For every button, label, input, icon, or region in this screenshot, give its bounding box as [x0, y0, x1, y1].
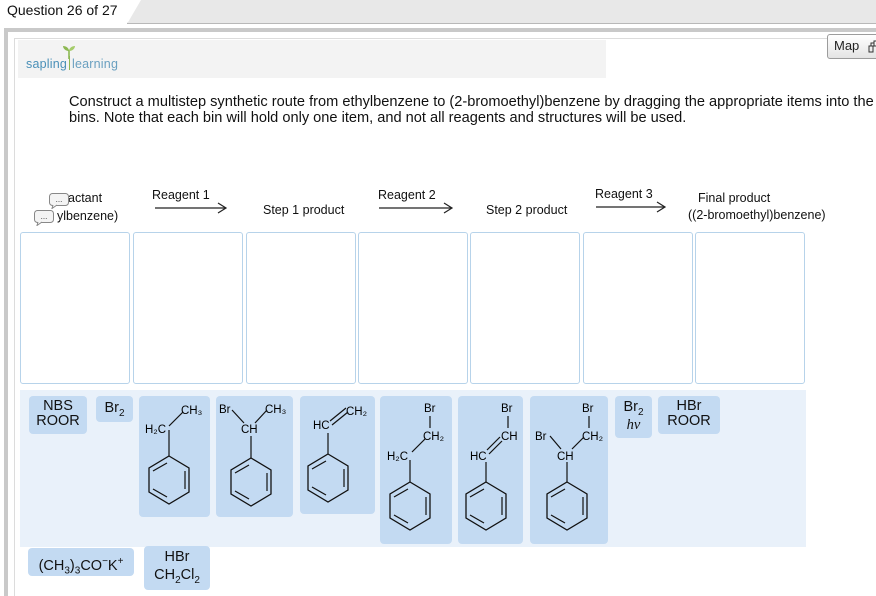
reagent-br2-hv-tile[interactable]: Br2 hv	[615, 396, 652, 438]
reaction-arrow-icon	[155, 202, 228, 214]
ethylbenzene-structure: CH₃ H₂C	[145, 405, 203, 505]
svg-text:Br: Br	[501, 403, 513, 415]
reactant-name-label: ylbenzene)	[57, 209, 119, 223]
reagent-3-label: Reagent 3	[595, 187, 653, 201]
svg-text:HC: HC	[313, 420, 330, 432]
reaction-arrow-icon	[379, 202, 454, 214]
svg-text:H₂C: H₂C	[387, 451, 408, 463]
final-product-name-label: ((2-bromoethyl)benzene)	[688, 208, 826, 222]
svg-text:CH₂: CH₂	[582, 431, 603, 443]
map-icon	[868, 40, 876, 53]
structure-1-bromoethylbenzene-tile[interactable]: Br CH₃ CH	[216, 396, 293, 517]
reagent-nbs-roor-tile[interactable]: NBS ROOR	[29, 396, 87, 434]
reagent-2-label: Reagent 2	[378, 188, 436, 202]
svg-text:CH₂: CH₂	[346, 406, 367, 418]
structure-styrene-tile[interactable]: CH₂ HC	[300, 396, 375, 514]
comment-icon[interactable]: ...	[34, 210, 54, 226]
logo-left: sapling	[26, 57, 68, 71]
reaction-arrow-icon	[596, 201, 667, 213]
structure-2-bromovinylbenzene-tile[interactable]: Br CH HC	[458, 396, 523, 544]
step-1-product-label: Step 1 product	[263, 203, 345, 217]
bin-step-2-product[interactable]	[470, 232, 580, 384]
svg-text:Br: Br	[219, 404, 231, 416]
map-button-label: Map	[834, 38, 860, 53]
question-tab[interactable]: Question 26 of 27	[0, 0, 141, 24]
reagent-potassium-tert-butoxide-tile[interactable]: (CH3)3CO−K+	[28, 548, 134, 577]
bin-reagent-2[interactable]	[358, 232, 468, 384]
map-button[interactable]: Map	[827, 34, 876, 59]
structure-ethylbenzene-tile[interactable]: CH₃ H₂C	[139, 396, 210, 517]
sprout-icon	[63, 46, 75, 59]
top-bar: Question 26 of 27	[0, 0, 876, 24]
svg-text:Br: Br	[424, 403, 436, 415]
reagent-hbr-roor-tile[interactable]: HBr ROOR	[658, 396, 720, 434]
svg-text:...: ...	[56, 195, 63, 204]
svg-text:CH₃: CH₃	[181, 405, 203, 417]
2-bromoethylbenzene-structure: Br CH₂ H₂C	[387, 403, 444, 531]
bin-reagent-1[interactable]	[133, 232, 243, 384]
1-2-dibromoethylbenzene-structure: Br CH₂ Br CH	[535, 403, 603, 531]
logo-strip	[18, 40, 606, 78]
bin-reagent-3[interactable]	[583, 232, 693, 384]
svg-text:H₂C: H₂C	[145, 424, 166, 436]
svg-text:Br: Br	[535, 431, 547, 443]
bin-reactant[interactable]	[20, 232, 130, 384]
comment-icon[interactable]: ...	[49, 193, 69, 209]
svg-text:...: ...	[41, 212, 48, 221]
svg-text:CH₃: CH₃	[265, 404, 287, 416]
bin-final-product[interactable]	[695, 232, 805, 384]
final-product-label: Final product	[698, 191, 771, 205]
question-tab-label: Question 26 of 27	[7, 2, 118, 18]
reagent-1-label: Reagent 1	[152, 188, 210, 202]
bin-step-1-product[interactable]	[246, 232, 356, 384]
svg-text:CH: CH	[501, 431, 518, 443]
sapling-learning-logo: sapling learning	[26, 56, 118, 71]
2-bromovinylbenzene-structure: Br CH HC	[465, 403, 518, 531]
step-2-product-label: Step 2 product	[486, 203, 568, 217]
1-bromoethylbenzene-structure: Br CH₃ CH	[219, 404, 287, 507]
svg-text:HC: HC	[470, 451, 487, 463]
reagent-br2-tile[interactable]: Br2	[96, 396, 133, 422]
svg-text:CH₂: CH₂	[423, 431, 444, 443]
styrene-structure: CH₂ HC	[307, 406, 367, 503]
reagent-hbr-ch2cl2-tile[interactable]: HBr CH2Cl2	[144, 546, 210, 590]
svg-text:Br: Br	[582, 403, 594, 415]
svg-text:CH: CH	[241, 424, 258, 436]
svg-text:CH: CH	[557, 451, 574, 463]
logo-right: learning	[72, 57, 119, 71]
reactant-label: actant	[68, 191, 103, 205]
structure-1-2-dibromoethylbenzene-tile[interactable]: Br CH₂ Br CH	[530, 396, 608, 544]
instructions-text: Construct a multistep synthetic route fr…	[69, 94, 874, 126]
structure-2-bromoethylbenzene-tile[interactable]: Br CH₂ H₂C	[380, 396, 452, 544]
